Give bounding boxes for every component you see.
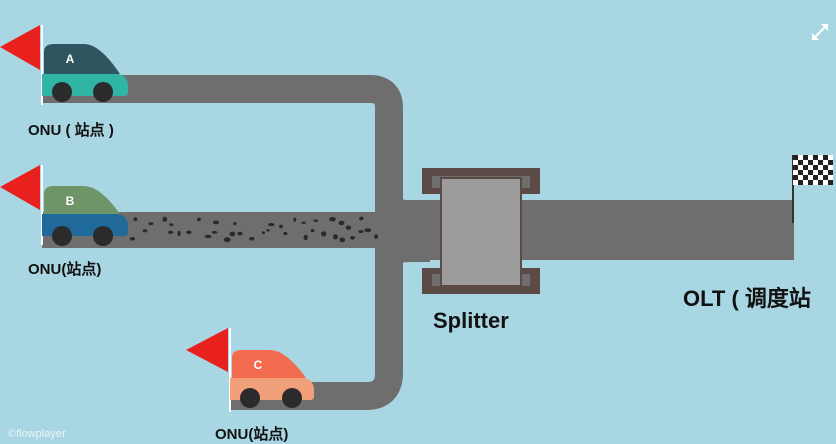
congestion-dot (142, 229, 148, 233)
congestion-dot (279, 224, 283, 229)
car-c-wheel (282, 388, 302, 408)
congestion-dot (267, 223, 275, 227)
car-c-roof (232, 350, 306, 378)
road-c (230, 212, 403, 410)
congestion-dot (345, 225, 352, 230)
car-a-letter: A (66, 52, 75, 66)
flowplayer-watermark: ©flowplayer (8, 428, 66, 440)
congestion-dot (313, 219, 319, 222)
congestion-dot (249, 236, 255, 241)
congestion-dot (129, 236, 136, 241)
congestion-dot (168, 230, 174, 235)
olt-label: OLT ( 调度站 (683, 286, 811, 311)
car-a: A (42, 44, 128, 102)
car-b-wheel (52, 226, 72, 246)
congestion-dot (261, 231, 265, 235)
congestion-dot (333, 234, 338, 240)
congestion-dot (229, 231, 236, 237)
congestion-dot (169, 223, 174, 227)
checkered-flag-icon (792, 155, 833, 223)
congestion-dot (223, 237, 231, 243)
congestion-dot (321, 231, 327, 237)
onu-c-label: ONU(站点) (215, 426, 289, 443)
car-c-wheel (240, 388, 260, 408)
congestion-dot (339, 237, 346, 243)
car-b: B (42, 186, 128, 246)
congestion-dot (310, 229, 315, 233)
congestion-dot (266, 229, 270, 232)
congestion-dot (204, 234, 212, 239)
congestion-dot (301, 221, 306, 224)
congestion-dot (212, 220, 220, 225)
fullscreen-icon[interactable] (810, 22, 830, 42)
red-flag-icon (186, 328, 231, 412)
congestion-dot (133, 217, 138, 222)
congestion-dot (349, 235, 356, 240)
congestion-dot (211, 230, 218, 234)
car-b-letter: B (66, 194, 75, 208)
congestion-dot (358, 230, 364, 233)
car-c-letter: C (254, 358, 263, 372)
congestion-dot (338, 220, 345, 226)
onu-a-label: ONU ( 站点 ) (28, 122, 114, 139)
congestion-dot (374, 234, 379, 239)
onu-b-label: ONU(站点) (28, 261, 102, 278)
red-flag-icon (0, 165, 43, 245)
congestion-dot (148, 222, 154, 226)
congestion-dot (283, 231, 288, 236)
congestion-dot (364, 228, 372, 233)
splitter-label: Splitter (433, 308, 509, 333)
road-network (42, 75, 794, 410)
car-c: C (230, 350, 314, 408)
car-a-wheel (52, 82, 72, 102)
car-b-wheel (93, 226, 113, 246)
congestion-dot (359, 216, 364, 221)
car-a-wheel (93, 82, 113, 102)
splitter-device (422, 168, 540, 294)
congestion-dot (237, 231, 243, 236)
congestion-dot (186, 230, 192, 235)
congestion-dot (196, 217, 201, 222)
congestion-dot (303, 234, 308, 240)
splitter-core (440, 177, 522, 287)
red-flag-icon (0, 25, 43, 105)
traffic-congestion (129, 216, 379, 243)
car-b-roof (44, 186, 120, 214)
congestion-dot (177, 230, 181, 237)
congestion-dot (329, 217, 336, 222)
car-a-roof (44, 44, 120, 74)
congestion-dot (233, 221, 237, 226)
road-a (42, 75, 403, 212)
congestion-dot (162, 216, 168, 222)
congestion-dot (293, 217, 297, 222)
